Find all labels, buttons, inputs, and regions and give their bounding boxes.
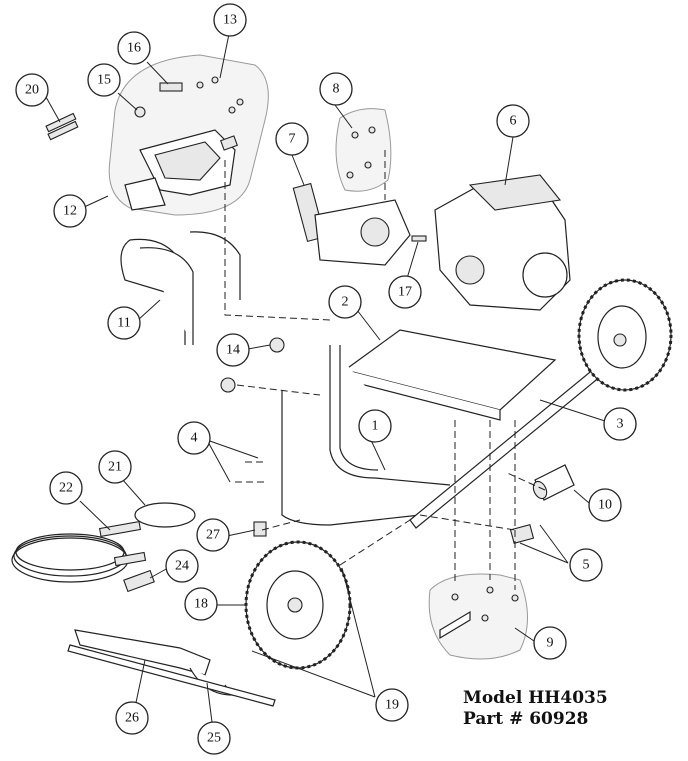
callout-13: 13 [213, 3, 247, 37]
svg-text:10: 10 [598, 498, 612, 513]
model-number: Model HH4035 [463, 688, 608, 708]
mount-hardware-9 [439, 586, 519, 640]
svg-text:24: 24 [175, 559, 189, 574]
callout-15: 15 [87, 63, 121, 97]
svg-text:4: 4 [191, 431, 198, 446]
pump-7 [292, 182, 411, 266]
svg-text:3: 3 [617, 417, 624, 432]
callout-10: 10 [588, 488, 622, 522]
callout-9: 9 [533, 626, 567, 660]
callout-18: 18 [184, 587, 218, 621]
svg-text:1: 1 [372, 419, 379, 434]
base-plate-2 [343, 329, 557, 411]
screws-8 [346, 126, 376, 179]
bolt-set-20 [45, 112, 79, 141]
svg-text:6: 6 [510, 114, 517, 129]
svg-text:15: 15 [97, 73, 111, 88]
control-panel-12 [124, 129, 238, 211]
pump-screws-group-bubble [335, 108, 392, 192]
key-17 [411, 235, 427, 242]
callout-5: 5 [569, 548, 603, 582]
svg-text:9: 9 [547, 636, 554, 651]
knob-14 [269, 337, 285, 353]
wand-26 [67, 644, 276, 707]
svg-text:17: 17 [398, 285, 412, 300]
svg-text:25: 25 [207, 731, 221, 746]
callout-24: 24 [165, 549, 199, 583]
frame-1 [281, 345, 506, 526]
callout-16: 16 [117, 31, 151, 65]
callout-19: 19 [375, 688, 409, 722]
callout-11: 11 [107, 306, 141, 340]
nozzle-24 [123, 569, 155, 593]
callout-12: 12 [53, 194, 87, 228]
plate-16 [159, 82, 183, 92]
engine-mount-group-bubble [428, 573, 528, 660]
svg-text:2: 2 [342, 295, 349, 310]
svg-text:16: 16 [127, 41, 141, 56]
svg-text:26: 26 [125, 711, 139, 726]
svg-text:19: 19 [385, 698, 399, 713]
hose-22 [11, 520, 147, 583]
engine-6 [434, 174, 571, 311]
callout-4: 4 [177, 421, 211, 455]
wheel-right-3 [577, 278, 673, 392]
svg-text:11: 11 [117, 316, 130, 331]
svg-text:12: 12 [63, 204, 77, 219]
callout-14: 14 [216, 333, 250, 367]
callout-3: 3 [603, 407, 637, 441]
tube-10 [532, 464, 575, 501]
callout-7: 7 [275, 122, 309, 156]
nut-15 [134, 106, 146, 118]
callout-17: 17 [388, 275, 422, 309]
svg-text:14: 14 [226, 343, 240, 358]
svg-text:7: 7 [289, 132, 296, 147]
callout-26: 26 [115, 701, 149, 735]
bracket-5 [509, 523, 535, 545]
part-number: Part # 60928 [463, 709, 589, 729]
callout-22: 22 [49, 471, 83, 505]
hose-21 [134, 502, 196, 528]
svg-text:22: 22 [59, 481, 73, 496]
svg-text:5: 5 [583, 558, 590, 573]
svg-text:8: 8 [333, 82, 340, 97]
callout-27: 27 [196, 518, 230, 552]
model-info: Model HH4035 Part # 60928 [463, 688, 608, 730]
callout-6: 6 [496, 104, 530, 138]
wheel-left-18 [244, 540, 352, 670]
callout-8: 8 [319, 72, 353, 106]
svg-text:20: 20 [25, 83, 39, 98]
svg-text:27: 27 [206, 528, 220, 543]
svg-text:13: 13 [223, 13, 237, 28]
callout-2: 2 [328, 285, 362, 319]
svg-text:18: 18 [194, 597, 208, 612]
callout-1: 1 [358, 409, 392, 443]
screw-set-13 [196, 76, 244, 114]
callout-25: 25 [197, 721, 231, 755]
callout-20: 20 [15, 73, 49, 107]
callout-21: 21 [98, 450, 132, 484]
svg-text:21: 21 [108, 460, 122, 475]
knob-14b [220, 377, 236, 393]
